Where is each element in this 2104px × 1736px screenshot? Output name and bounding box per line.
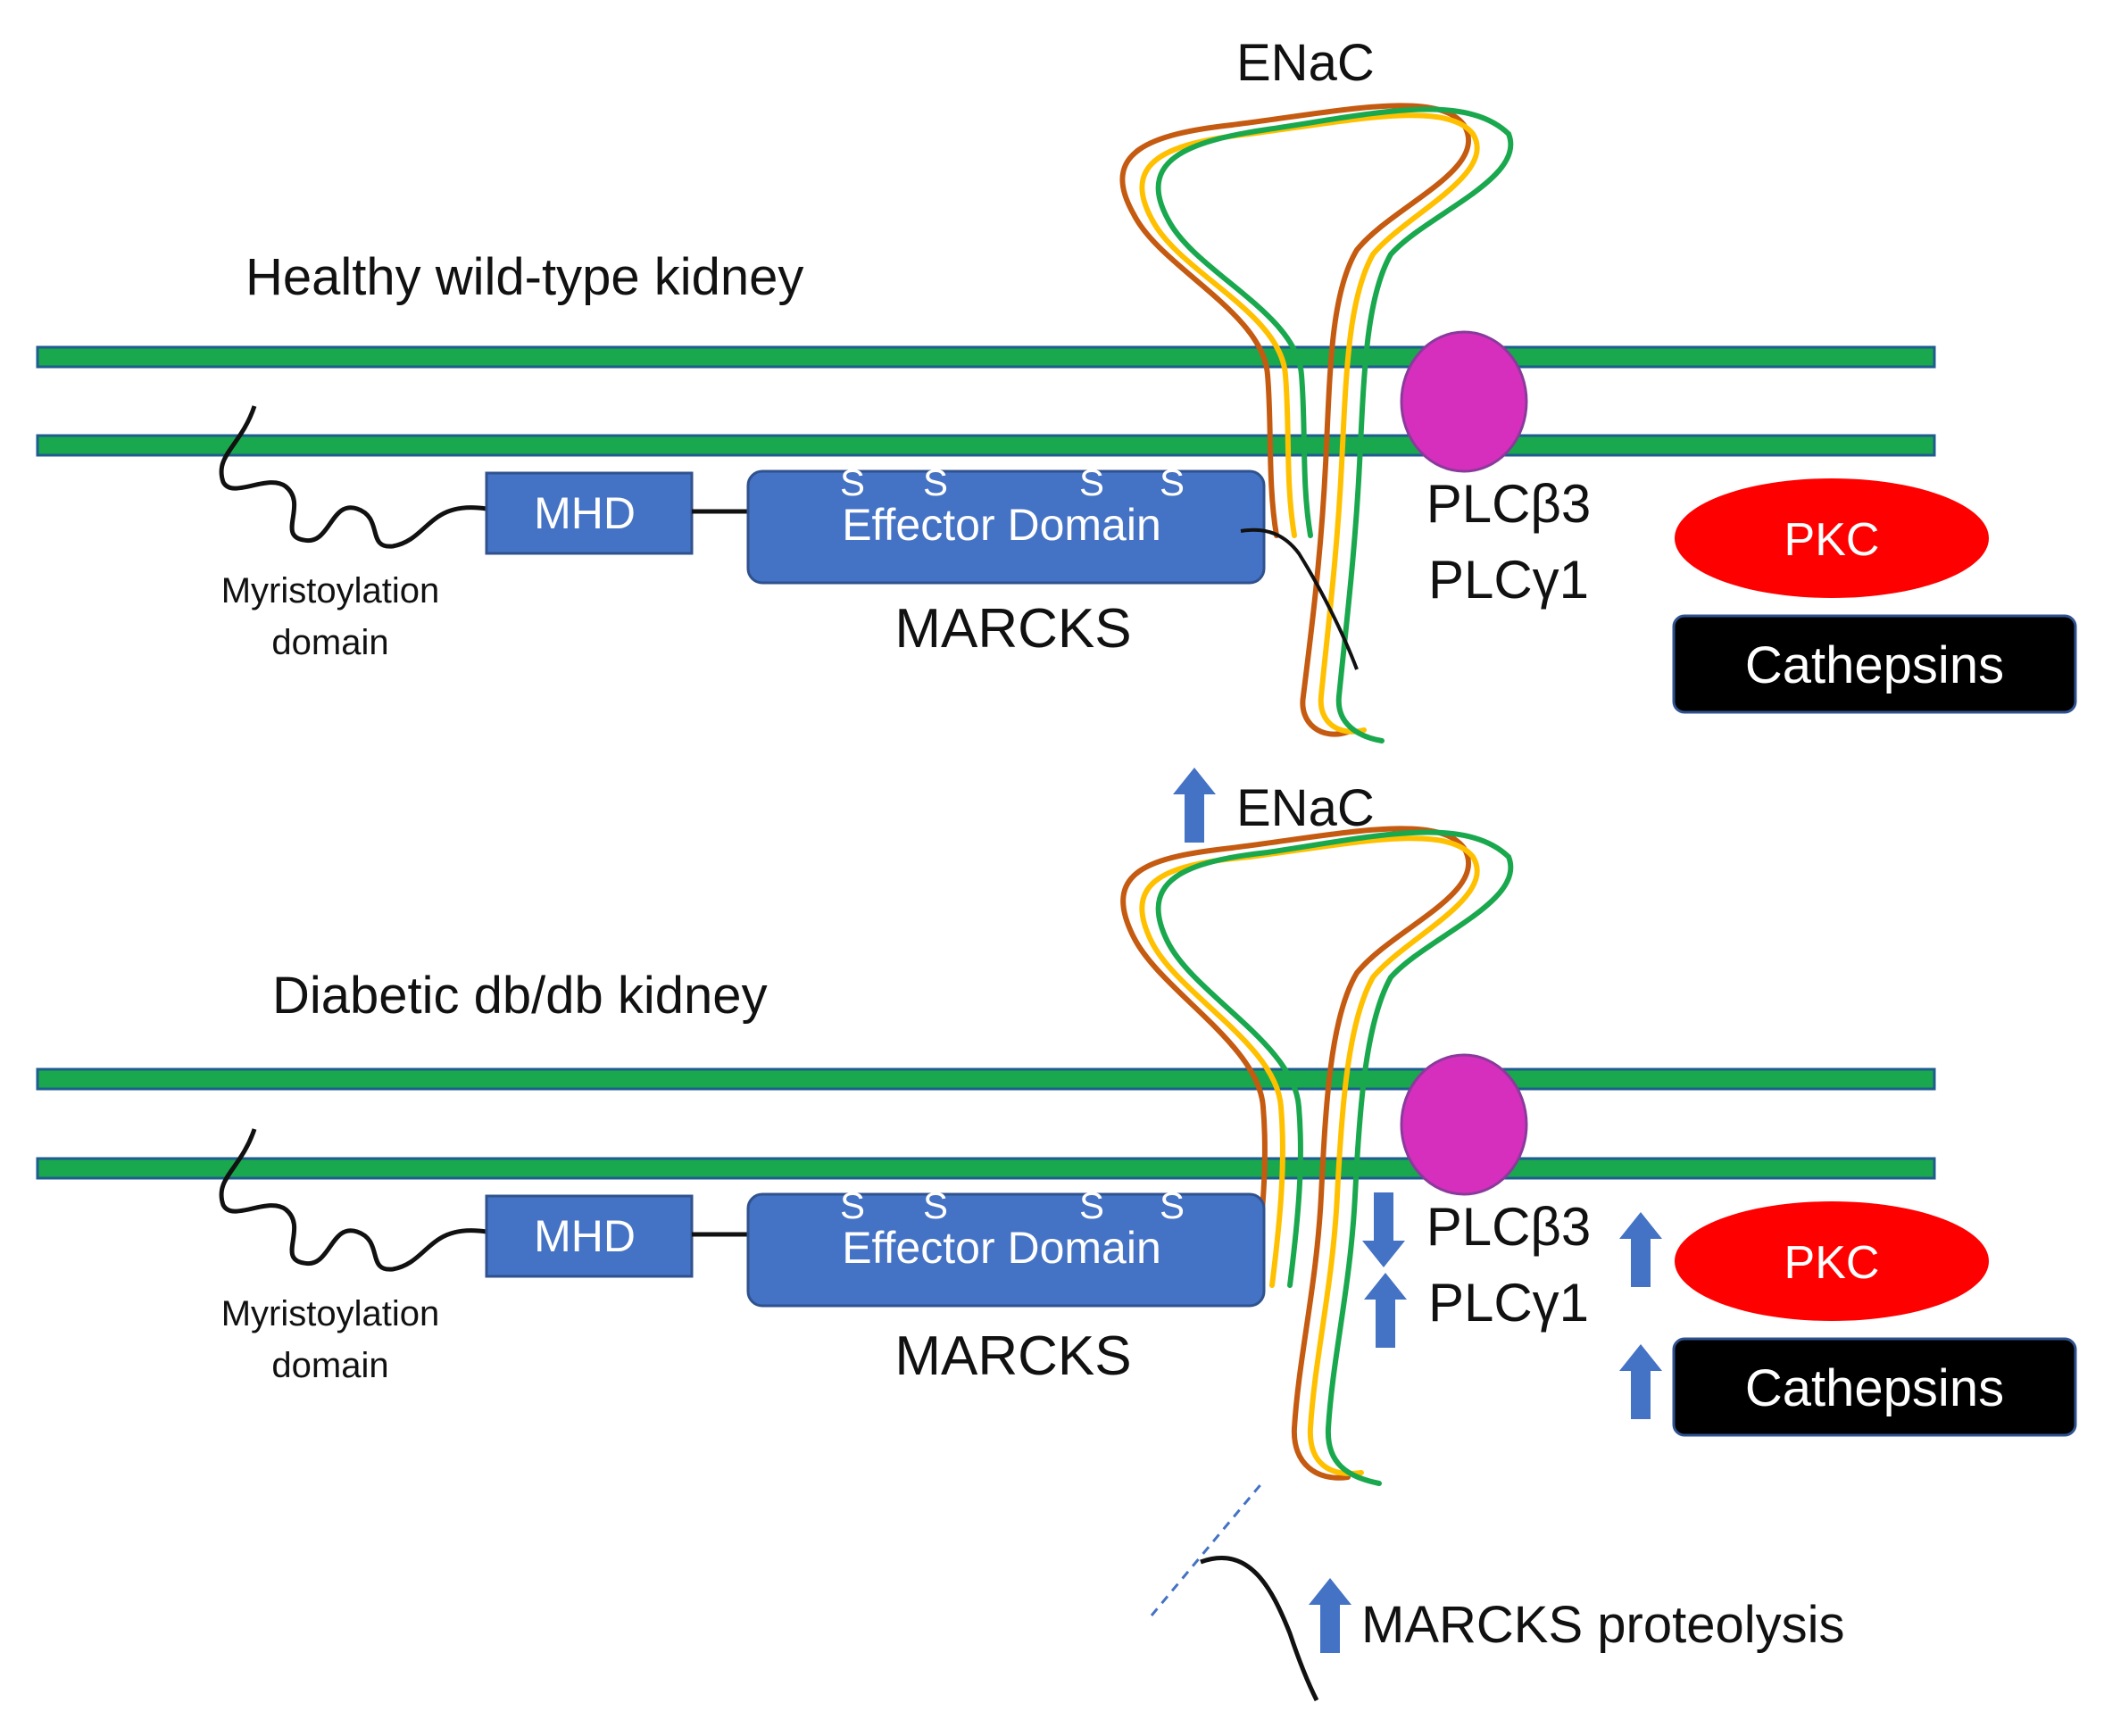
cell-membrane (36, 1067, 1936, 1180)
effector-domain-label: Effector Domain (842, 1223, 1161, 1273)
panel-healthy: Healthy wild-type kidney ENaC Myristoyla… (36, 34, 2077, 743)
increase-arrow-icon (1619, 1212, 1662, 1287)
pkc-label: PKC (1784, 1237, 1880, 1289)
cleavage-line (1150, 1481, 1265, 1616)
effector-domain-box (746, 469, 1266, 585)
cathepsins-box (1672, 614, 2077, 714)
pkc-oval (1675, 1201, 1989, 1321)
myristoylation-label-2: domain (271, 1346, 388, 1385)
panel-title: Diabetic db/db kidney (272, 967, 768, 1025)
cell-membrane (36, 345, 1936, 457)
plc-b3-label: PLCβ3 (1426, 474, 1592, 534)
proteolysis-label: MARCKS proteolysis (1361, 1596, 1844, 1654)
plc-enzyme (1400, 330, 1528, 473)
myristoylation-label-2: domain (271, 623, 388, 662)
decrease-arrow-icon (1362, 1192, 1405, 1267)
increase-arrow-icon (1619, 1344, 1662, 1419)
effector-domain-label: Effector Domain (842, 500, 1161, 550)
increase-arrow-icon (1364, 1273, 1407, 1348)
enac-channel (1120, 826, 1514, 1486)
pkc-label: PKC (1784, 514, 1880, 566)
plc-b3-label: PLCβ3 (1426, 1197, 1592, 1257)
marcks-label: MARCKS (894, 1325, 1131, 1387)
plc-enzyme (1400, 1053, 1528, 1196)
phospho-site: S (840, 461, 865, 503)
mhd-label: MHD (534, 488, 636, 538)
phospho-site: S (1160, 461, 1185, 503)
phospho-site: S (923, 1184, 948, 1226)
phospho-site: S (1079, 461, 1104, 503)
myristoylation-label: Myristoylation (221, 1294, 440, 1333)
effector-domain-box (746, 1192, 1266, 1308)
plc-g1-label: PLCγ1 (1428, 550, 1589, 610)
myristoylation-label: Myristoylation (221, 571, 440, 611)
cathepsins-label: Cathepsins (1745, 636, 2004, 694)
enac-channel (1119, 103, 1514, 743)
phospho-site: S (840, 1184, 865, 1226)
cathepsins-box (1672, 1337, 2077, 1437)
enac-label: ENaC (1236, 34, 1375, 92)
marcks-enac-tail (1240, 527, 1359, 670)
pkc-oval (1675, 478, 1989, 598)
panel-diabetic: Diabetic db/db kidney ENaC Myristoylatio… (36, 768, 2077, 1702)
phospho-site: S (1160, 1184, 1185, 1226)
cleaved-marcks-fragment (1200, 1555, 1319, 1702)
myristoylation-tail (219, 405, 487, 549)
mhd-box (485, 471, 694, 555)
plc-g1-label: PLCγ1 (1428, 1273, 1589, 1333)
cathepsins-label: Cathepsins (1745, 1359, 2004, 1417)
panel-title: Healthy wild-type kidney (245, 248, 803, 306)
marcks-label: MARCKS (894, 598, 1131, 660)
mhd-box (485, 1194, 694, 1278)
phospho-site: S (1079, 1184, 1104, 1226)
phospho-site: S (923, 461, 948, 503)
increase-arrow-icon (1173, 768, 1216, 843)
mhd-label: MHD (534, 1211, 636, 1261)
myristoylation-tail (219, 1128, 487, 1272)
enac-label: ENaC (1236, 779, 1375, 837)
increase-arrow-icon (1309, 1578, 1351, 1653)
